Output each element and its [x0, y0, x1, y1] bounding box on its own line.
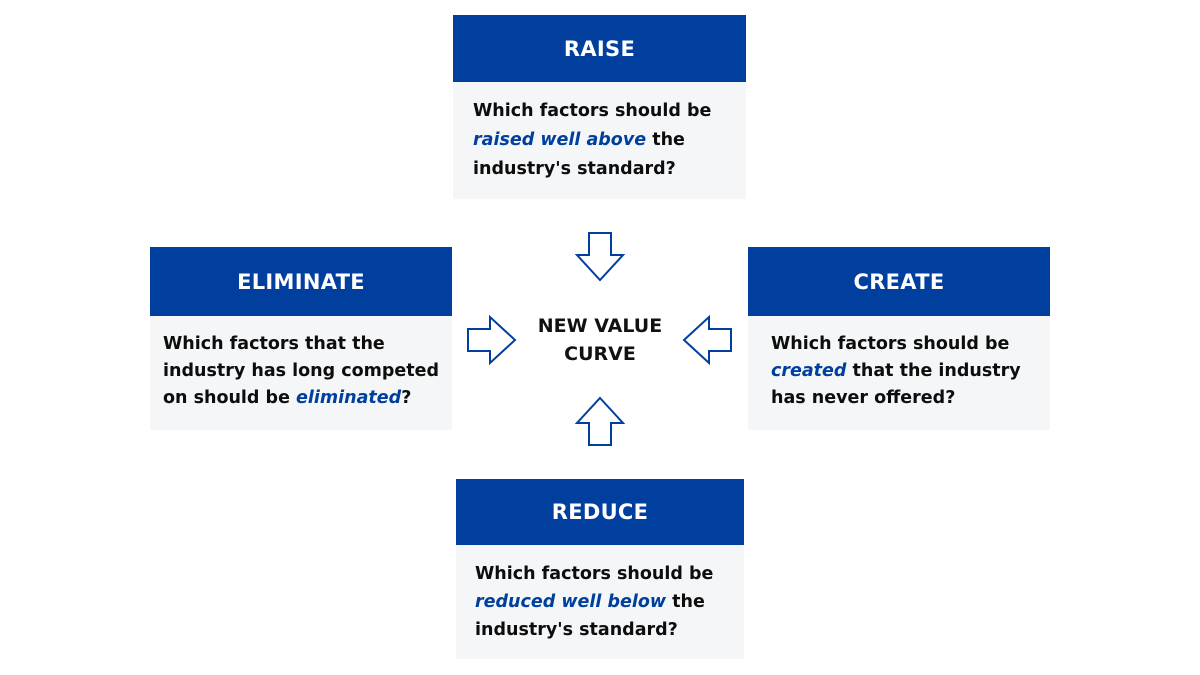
- raise-title: RAISE: [453, 15, 746, 82]
- raise-box: RAISE Which factors should be raised wel…: [453, 15, 746, 199]
- eliminate-line-3: on should be eliminated?: [163, 385, 446, 412]
- eliminate-after-emphasis: ?: [401, 388, 412, 408]
- eliminate-box: ELIMINATE Which factors that the industr…: [150, 247, 452, 430]
- reduce-question: Which factors should be reduced well bel…: [456, 545, 744, 644]
- down-arrow-icon: [574, 232, 626, 282]
- reduce-line-3: industry's standard?: [475, 620, 678, 640]
- create-line-3: has never offered?: [771, 388, 956, 408]
- reduce-line-1: Which factors should be: [475, 564, 714, 584]
- create-after-emphasis: that the industry: [846, 361, 1021, 381]
- eliminate-title: ELIMINATE: [150, 247, 452, 316]
- raise-question: Which factors should be raised well abov…: [453, 82, 746, 184]
- center-line-2: CURVE: [564, 343, 636, 365]
- eliminate-question: Which factors that the industry has long…: [150, 316, 452, 412]
- reduce-after-emphasis: the: [666, 592, 705, 612]
- reduce-box: REDUCE Which factors should be reduced w…: [456, 479, 744, 659]
- up-arrow-icon: [574, 396, 626, 446]
- eliminate-before-emphasis: on should be: [163, 388, 297, 408]
- raise-after-emphasis: the: [646, 130, 685, 150]
- eliminate-line-1: Which factors that the: [163, 334, 385, 354]
- raise-line-1: Which factors should be: [473, 101, 712, 121]
- create-emphasis: created: [771, 361, 847, 381]
- create-question: Which factors should be created that the…: [748, 316, 1050, 412]
- raise-line-3: industry's standard?: [473, 159, 676, 179]
- right-arrow-icon: [467, 314, 517, 366]
- create-line-1: Which factors should be: [771, 334, 1010, 354]
- create-line-2: created that the industry: [771, 358, 1044, 385]
- left-arrow-icon: [682, 314, 732, 366]
- center-line-1: NEW VALUE: [537, 315, 663, 337]
- raise-emphasis: raised well above: [473, 130, 647, 150]
- eliminate-emphasis: eliminated: [296, 388, 402, 408]
- reduce-title: REDUCE: [456, 479, 744, 545]
- raise-line-2: raised well above the: [473, 126, 736, 155]
- create-title: CREATE: [748, 247, 1050, 316]
- reduce-line-2: reduced well below the: [475, 588, 738, 616]
- reduce-emphasis: reduced well below: [475, 592, 667, 612]
- create-box: CREATE Which factors should be created t…: [748, 247, 1050, 430]
- eliminate-line-2: industry has long competed: [163, 361, 440, 381]
- new-value-curve-label: NEW VALUE CURVE: [500, 312, 700, 368]
